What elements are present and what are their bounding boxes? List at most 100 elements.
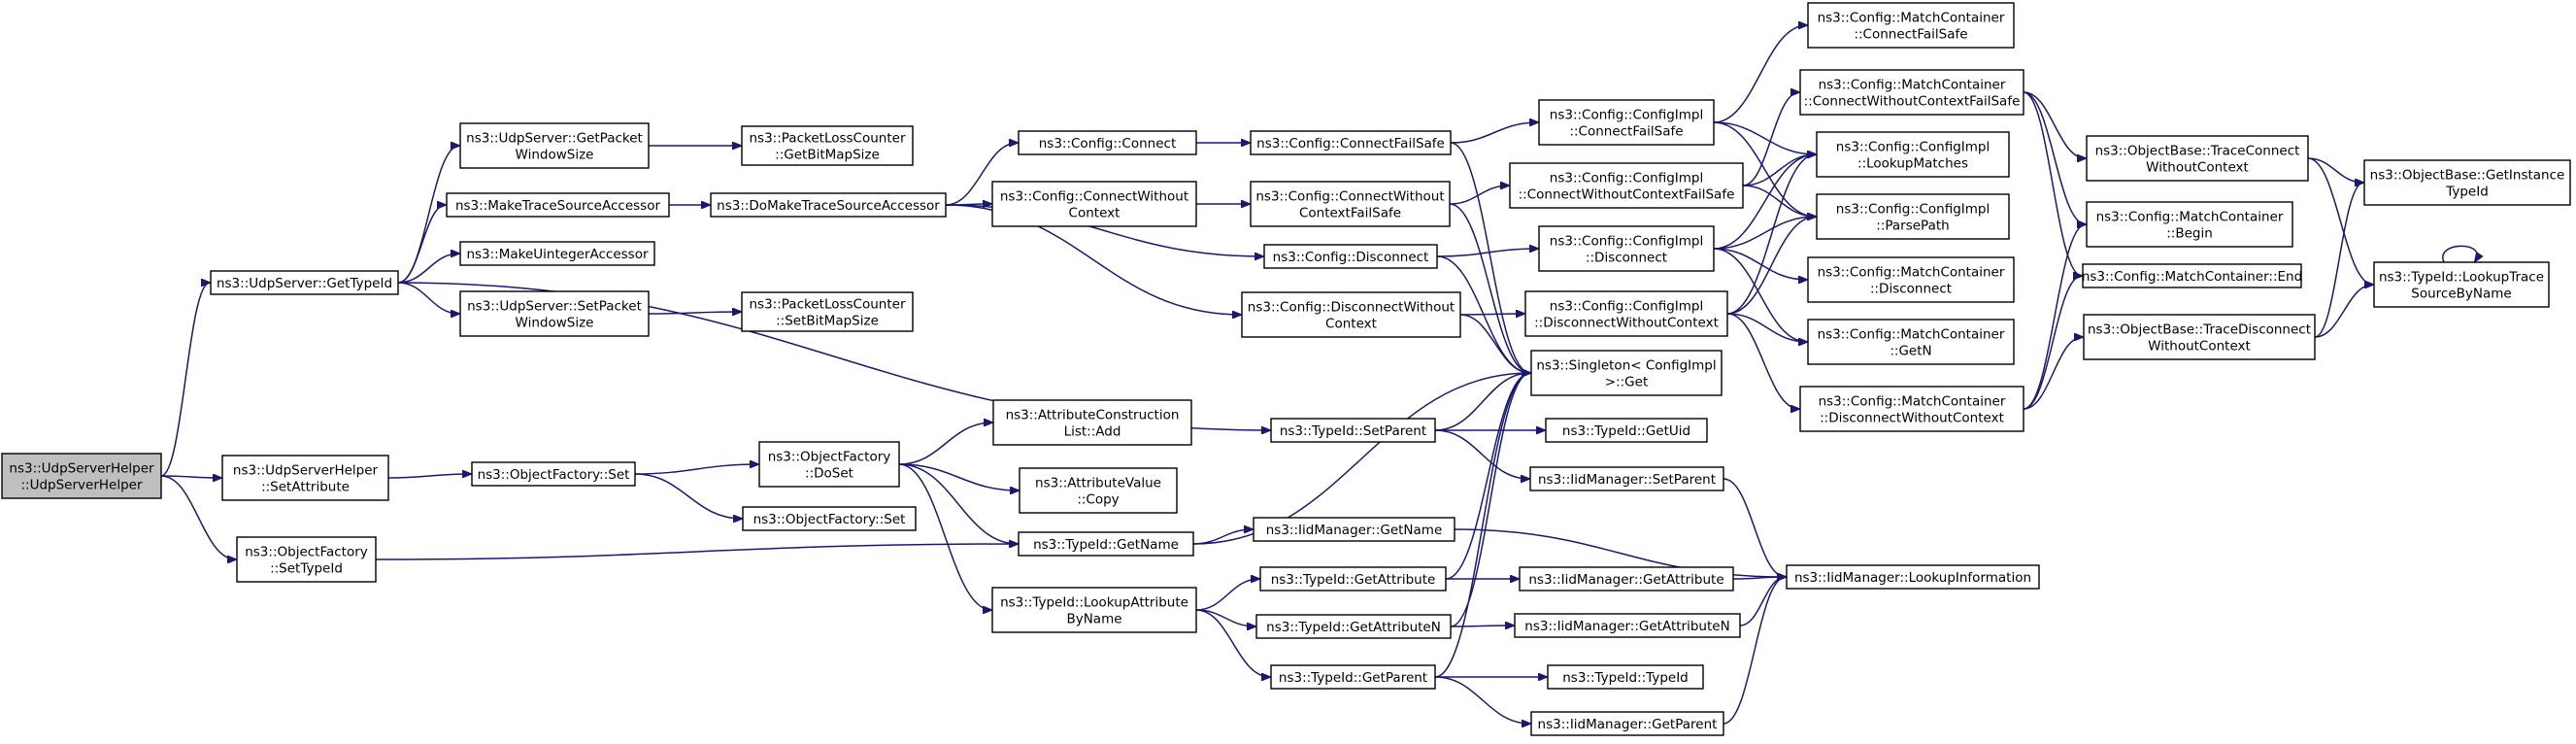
node-type-id-get-attribute-n[interactable]: ns3::TypeId::GetAttributeN — [1255, 614, 1452, 639]
node-impl-connect-without-context-fail-safe[interactable]: ns3::Config::ConfigImpl::ConnectWithoutC… — [1509, 162, 1744, 209]
edge-iid-get-parent-to-iid-lookup-information — [1723, 577, 1786, 725]
node-label: ::UdpServerHelper — [20, 478, 142, 493]
node-box — [1538, 99, 1715, 146]
node-box — [471, 461, 636, 487]
node-make-uinteger-accessor[interactable]: ns3::MakeUintegerAccessor — [459, 241, 655, 266]
node-label: WithoutContext — [2146, 160, 2249, 176]
node-impl-connect-fail-safe[interactable]: ns3::Config::ConfigImpl::ConnectFailSafe — [1538, 99, 1715, 146]
edge-impl-connect-without-context-fail-safe-to-impl-parse-path — [1742, 185, 1816, 217]
node-root[interactable]: ns3::UdpServerHelper::UdpServerHelper — [1, 453, 162, 499]
node-do-make-trace-source-accessor[interactable]: ns3::DoMakeTraceSourceAccessor — [710, 192, 947, 218]
node-attr-value-copy[interactable]: ns3::AttributeValue::Copy — [1019, 467, 1178, 514]
node-label: ns3::MakeTraceSourceAccessor — [455, 198, 660, 214]
node-label: ns3::IidManager::GetAttribute — [1528, 572, 1723, 588]
node-config-disconnect[interactable]: ns3::Config::Disconnect — [1263, 244, 1438, 269]
node-iid-set-parent[interactable]: ns3::IidManager::SetParent — [1529, 466, 1724, 491]
edge-of-do-set-to-lookup-attribute-by-name — [898, 463, 991, 610]
edge-root-to-of-set-type-id — [160, 475, 236, 559]
node-impl-parse-path[interactable]: ns3::Config::ConfigImpl::ParsePath — [1816, 193, 2010, 240]
node-label: ns3::MakeUintegerAccessor — [466, 247, 649, 262]
node-box — [991, 587, 1197, 633]
node-type-id-get-uid[interactable]: ns3::TypeId::GetUid — [1545, 418, 1708, 443]
node-label: ::DisconnectWithoutContext — [1534, 316, 1719, 331]
node-of-set-type-id[interactable]: ns3::ObjectFactory::SetTypeId — [236, 536, 377, 583]
edge-impl-disconnect-to-impl-parse-path — [1713, 217, 1816, 250]
node-impl-disconnect[interactable]: ns3::Config::ConfigImpl::Disconnect — [1538, 225, 1715, 272]
node-iid-get-attribute-n[interactable]: ns3::IidManager::GetAttributeN — [1514, 613, 1741, 638]
node-label: ns3::IidManager::GetParent — [1538, 717, 1718, 732]
node-config-connect[interactable]: ns3::Config::Connect — [1018, 130, 1197, 155]
node-label: ContextFailSafe — [1299, 206, 1401, 221]
node-iid-get-parent[interactable]: ns3::IidManager::GetParent — [1530, 711, 1724, 736]
node-label: ns3::ObjectBase::TraceConnect — [2095, 144, 2300, 159]
node-label: Context — [1069, 206, 1121, 221]
node-mc-disconnect[interactable]: ns3::Config::MatchContainer::Disconnect — [1807, 256, 2015, 303]
node-label: ns3::UdpServerHelper — [9, 461, 154, 477]
node-label: ns3::DoMakeTraceSourceAccessor — [717, 198, 940, 214]
node-config-connect-without-context[interactable]: ns3::Config::ConnectWithoutContext — [991, 181, 1197, 227]
node-config-disconnect-without-context[interactable]: ns3::Config::DisconnectWithoutContext — [1241, 291, 1461, 338]
node-label: ns3::TypeId::GetParent — [1279, 670, 1427, 686]
node-of-do-set[interactable]: ns3::ObjectFactory::DoSet — [758, 441, 900, 488]
node-box — [1807, 319, 2015, 365]
node-box — [221, 455, 389, 501]
edge-iid-get-attribute-to-iid-lookup-information — [1732, 577, 1786, 579]
edge-impl-disconnect-without-context-to-impl-parse-path — [1726, 217, 1816, 315]
node-label: ::SetTypeId — [270, 561, 343, 577]
node-mc-begin[interactable]: ns3::Config::MatchContainer::Begin — [2086, 201, 2293, 248]
edge-lookup-attribute-by-name-to-type-id-get-parent — [1195, 609, 1270, 677]
edge-do-make-trace-source-accessor-to-config-connect — [945, 143, 1018, 206]
node-box — [1530, 350, 1723, 396]
node-config-connect-fail-safe[interactable]: ns3::Config::ConnectFailSafe — [1250, 130, 1452, 155]
node-mc-connect-fail-safe[interactable]: ns3::Config::MatchContainer::ConnectFail… — [1807, 2, 2015, 49]
node-impl-lookup-matches[interactable]: ns3::Config::ConfigImpl::LookupMatches — [1816, 131, 2010, 178]
node-plc-set-bit-map-size[interactable]: ns3::PacketLossCounter::SetBitMapSize — [741, 291, 914, 332]
node-type-id-get-attribute[interactable]: ns3::TypeId::GetAttribute — [1259, 566, 1447, 592]
node-get-type-id[interactable]: ns3::UdpServer::GetTypeId — [210, 270, 399, 295]
node-singleton-get[interactable]: ns3::Singleton< ConfigImpl>::Get — [1530, 350, 1723, 396]
node-ob-trace-connect-without-context[interactable]: ns3::ObjectBase::TraceConnectWithoutCont… — [2086, 135, 2309, 182]
node-box — [1786, 564, 2040, 590]
node-label: ns3::Config::MatchContainer — [1818, 327, 2005, 343]
node-label: ::DoSet — [805, 466, 853, 482]
node-box — [1807, 256, 2015, 303]
edge-ob-trace-disconnect-without-context-to-ob-get-instance-type-id — [2314, 183, 2363, 338]
node-set-attribute[interactable]: ns3::UdpServerHelper::SetAttribute — [221, 455, 389, 501]
node-config-connect-without-context-fail-safe[interactable]: ns3::Config::ConnectWithoutContextFailSa… — [1250, 181, 1451, 227]
node-box — [1241, 291, 1461, 338]
node-box — [1545, 418, 1708, 443]
node-impl-disconnect-without-context[interactable]: ns3::Config::ConfigImpl::DisconnectWitho… — [1524, 290, 1728, 337]
edge-impl-disconnect-without-context-to-mc-get-n — [1726, 313, 1807, 342]
node-iid-get-name[interactable]: ns3::IidManager::GetName — [1253, 517, 1455, 542]
node-label: ns3::IidManager::GetAttributeN — [1524, 619, 1729, 634]
node-mc-get-n[interactable]: ns3::Config::MatchContainer::GetN — [1807, 319, 2015, 365]
node-box — [1538, 225, 1715, 272]
node-ob-trace-disconnect-without-context[interactable]: ns3::ObjectBase::TraceDisconnectWithoutC… — [2083, 314, 2316, 360]
node-object-factory-set[interactable]: ns3::ObjectFactory::Set — [471, 461, 636, 487]
node-iid-get-attribute[interactable]: ns3::IidManager::GetAttribute — [1519, 566, 1734, 592]
node-box — [459, 290, 650, 337]
node-object-factory-set2[interactable]: ns3::ObjectFactory::Set — [742, 506, 917, 531]
edge-object-factory-set-to-of-do-set — [634, 464, 758, 475]
node-box — [992, 399, 1192, 446]
node-mc-end[interactable]: ns3::Config::MatchContainer::End — [2082, 263, 2302, 288]
node-plc-get-bit-map-size[interactable]: ns3::PacketLossCounter::GetBitMapSize — [741, 125, 914, 166]
edge-impl-disconnect-without-context-to-impl-lookup-matches — [1726, 154, 1816, 315]
node-mc-disconnect-without-context[interactable]: ns3::Config::MatchContainer::DisconnectW… — [1799, 386, 2024, 432]
node-type-id-get-name[interactable]: ns3::TypeId::GetName — [1018, 531, 1194, 557]
node-label: ns3::UdpServerHelper — [233, 463, 379, 479]
node-type-id-set-parent[interactable]: ns3::TypeId::SetParent — [1270, 418, 1436, 443]
node-type-id-get-parent[interactable]: ns3::TypeId::GetParent — [1270, 664, 1436, 690]
edge-get-type-id-to-make-uinteger-accessor — [397, 254, 459, 284]
node-type-id-type-id[interactable]: ns3::TypeId::TypeId — [1547, 664, 1704, 690]
node-mc-connect-without-context-fail-safe[interactable]: ns3::Config::MatchContainer::ConnectWith… — [1799, 69, 2024, 116]
node-make-trace-source-accessor[interactable]: ns3::MakeTraceSourceAccessor — [446, 192, 670, 218]
node-iid-lookup-information[interactable]: ns3::IidManager::LookupInformation — [1786, 564, 2040, 590]
edge-impl-disconnect-without-context-to-mc-disconnect-without-context — [1726, 313, 1799, 409]
